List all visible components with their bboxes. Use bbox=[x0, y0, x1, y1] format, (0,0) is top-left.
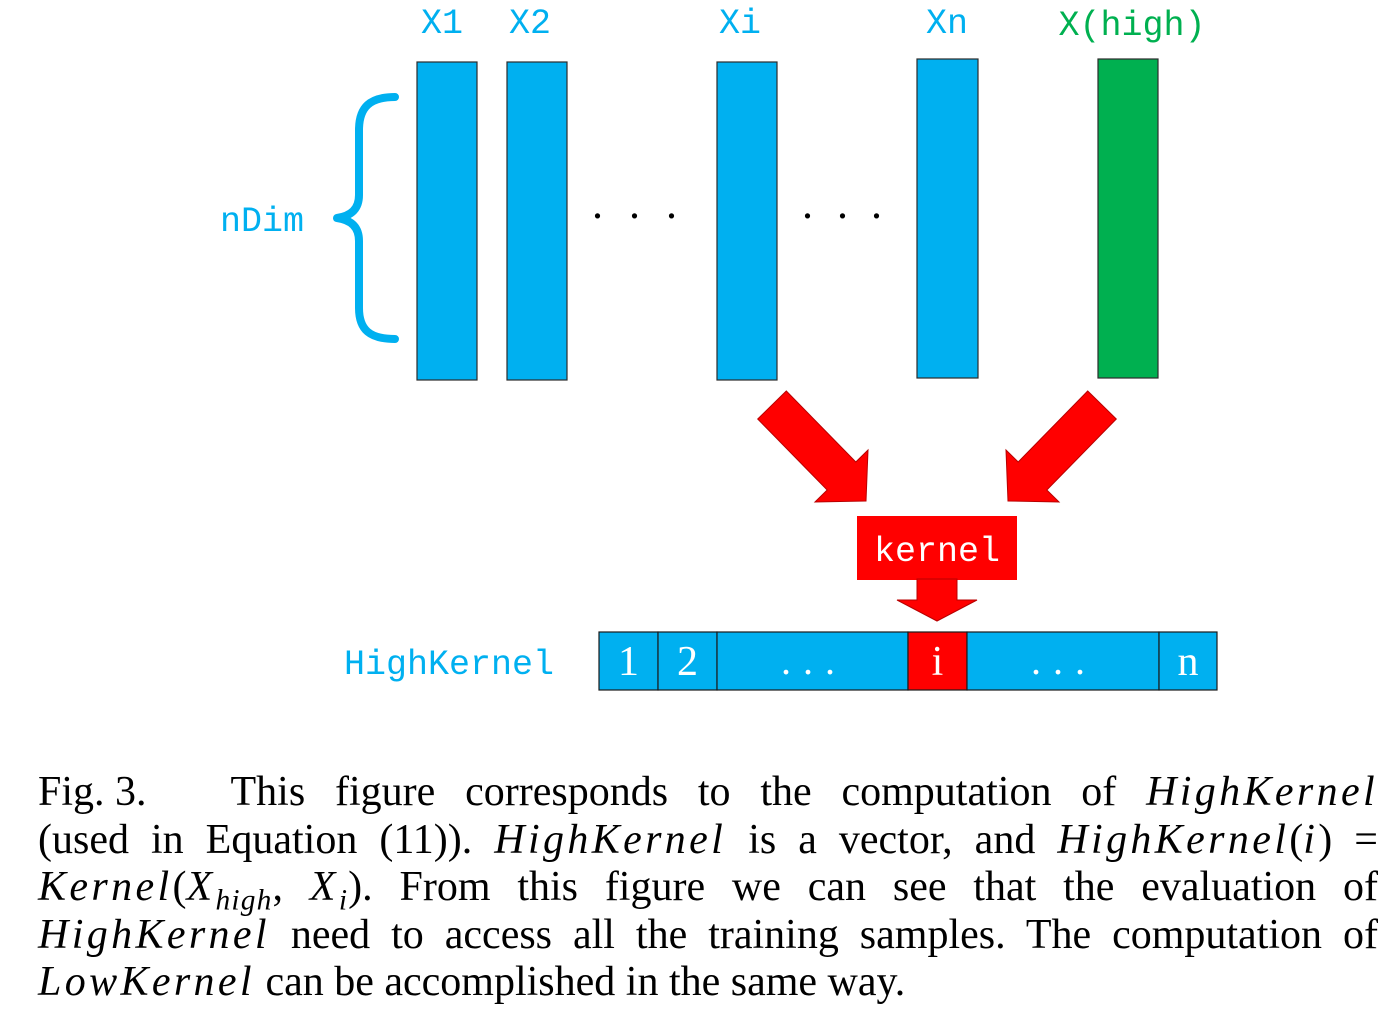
caption-line-2: (used in Equation (11)). HighKernel is a… bbox=[38, 817, 1378, 865]
figure-caption: Fig. 3. This figure corresponds to the co… bbox=[38, 769, 1378, 1007]
caption-math: X bbox=[186, 864, 216, 910]
vector-cell-ellipsis-left-text: ... bbox=[781, 638, 835, 683]
vector-cell-2-text: 2 bbox=[677, 639, 698, 685]
vector-cell-ellipsis-right bbox=[966, 631, 1160, 691]
sample-bar-xn bbox=[916, 58, 979, 379]
caption-text: can be accomplished in the same way. bbox=[254, 959, 906, 1005]
dimension-label: nDim bbox=[220, 202, 304, 242]
caption-math: HighKernel bbox=[38, 911, 270, 958]
kernel-diagram: X1 X2 Xi Xn X(high) nDim ... ... kernel … bbox=[220, 4, 1218, 691]
caption-math: X bbox=[309, 864, 339, 910]
sample-label-xhigh: X(high) bbox=[1058, 6, 1205, 46]
caption-math: i bbox=[1303, 816, 1319, 863]
vector-cell-ellipsis-right-text: ... bbox=[1031, 638, 1085, 683]
figure-number: Fig. 3. bbox=[38, 769, 147, 815]
arrow-xhigh-to-kernel bbox=[1005, 390, 1118, 503]
caption-line-3: Kernel(Xhigh, Xi). From this figure we c… bbox=[38, 864, 1378, 915]
vector-cell-n-text: n bbox=[1178, 639, 1199, 685]
caption-math: HighKernel bbox=[1146, 769, 1378, 815]
caption-math: HighKernel bbox=[1057, 816, 1290, 863]
sample-bar-x2 bbox=[506, 61, 568, 381]
arrow-kernel-to-vector bbox=[896, 578, 978, 622]
caption-math: Kernel bbox=[38, 864, 173, 910]
kernel-box bbox=[857, 516, 1017, 580]
sample-bar-xhigh bbox=[1097, 58, 1159, 379]
caption-line-4: HighKernel need to access all the traini… bbox=[38, 912, 1378, 960]
high-kernel-label: HighKernel bbox=[344, 645, 554, 685]
caption-text: ). From this figure we can see that the … bbox=[348, 864, 1378, 910]
sample-bar-xi bbox=[716, 61, 778, 381]
sample-label-x1: X1 bbox=[421, 4, 463, 44]
caption-text: ) = bbox=[1318, 816, 1378, 863]
vector-cell-i-text: i bbox=[932, 639, 944, 685]
sample-label-xn: Xn bbox=[926, 4, 968, 44]
kernel-label: kernel bbox=[874, 532, 1000, 572]
arrow-xi-to-kernel bbox=[756, 390, 869, 503]
caption-line-5: LowKernel can be accomplished in the sam… bbox=[38, 959, 1378, 1007]
caption-text: need to access all the training samples.… bbox=[269, 911, 1378, 958]
vector-cell-1-text: 1 bbox=[618, 639, 639, 685]
vector-cell-i bbox=[907, 631, 968, 691]
caption-math: LowKernel bbox=[38, 959, 255, 1005]
high-kernel-vector: 1 2 ... i ... n bbox=[598, 631, 1218, 691]
vector-cell-ellipsis-left bbox=[716, 631, 909, 691]
vector-cell-1 bbox=[598, 631, 659, 691]
ellipsis-dots-right: ... bbox=[802, 179, 882, 228]
caption-subscript: high bbox=[215, 884, 273, 917]
vector-cell-n bbox=[1158, 631, 1218, 691]
caption-text: ( bbox=[172, 864, 187, 910]
caption-subscript: i bbox=[338, 884, 349, 917]
sample-bar-x1 bbox=[416, 61, 478, 381]
caption-text: (used in Equation (11)). bbox=[38, 816, 495, 863]
caption-text: is a vector, and bbox=[726, 816, 1058, 863]
caption-text: This figure corresponds to the computati… bbox=[230, 769, 1147, 815]
caption-text: , bbox=[272, 864, 310, 910]
sample-label-xi: Xi bbox=[719, 4, 761, 44]
caption-line-1: Fig. 3. This figure corresponds to the co… bbox=[38, 769, 1378, 817]
ellipsis-dots-left: ... bbox=[592, 179, 677, 228]
vector-cell-2 bbox=[657, 631, 718, 691]
caption-text: ( bbox=[1289, 816, 1304, 863]
caption-math: HighKernel bbox=[494, 816, 727, 863]
sample-label-x2: X2 bbox=[509, 4, 551, 44]
dimension-brace bbox=[333, 93, 399, 343]
